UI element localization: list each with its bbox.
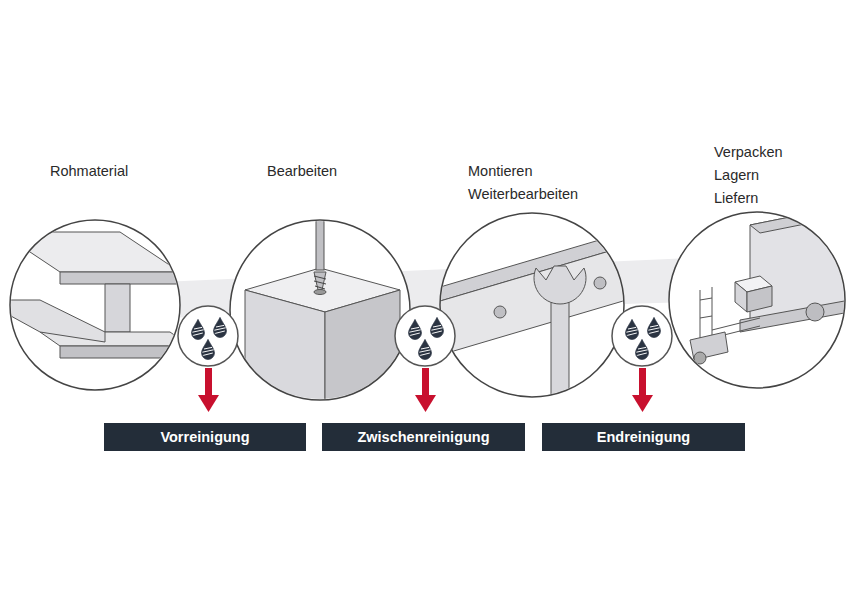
stage-heading: Verpacken Lagern Liefern [714, 141, 783, 210]
bar-label: Endreinigung [591, 429, 696, 445]
stage-heading: Rohmaterial [50, 160, 128, 183]
stage-heading: Bearbeiten [267, 160, 337, 183]
stage-node: Montieren Weiterbearbeiten [440, 213, 624, 397]
bar-label: Zwischenreinigung [351, 429, 495, 445]
stage-node: Verpacken Lagern Liefern [669, 212, 845, 388]
cleaning-symbol [178, 306, 672, 366]
stage-heading: Montieren Weiterbearbeiten [468, 160, 578, 206]
plate-wrench [430, 228, 640, 420]
cleaning-bar: Vorreinigung [104, 423, 306, 451]
stage-node: Bearbeiten [230, 220, 410, 400]
cleaning-bar: Zwischenreinigung [322, 423, 525, 451]
stage-node: Rohmaterial [10, 220, 180, 390]
forklift-truck [690, 205, 850, 364]
bar-label: Vorreinigung [154, 429, 255, 445]
red-arrow [198, 368, 653, 412]
cleaning-bar: Endreinigung [542, 423, 745, 451]
